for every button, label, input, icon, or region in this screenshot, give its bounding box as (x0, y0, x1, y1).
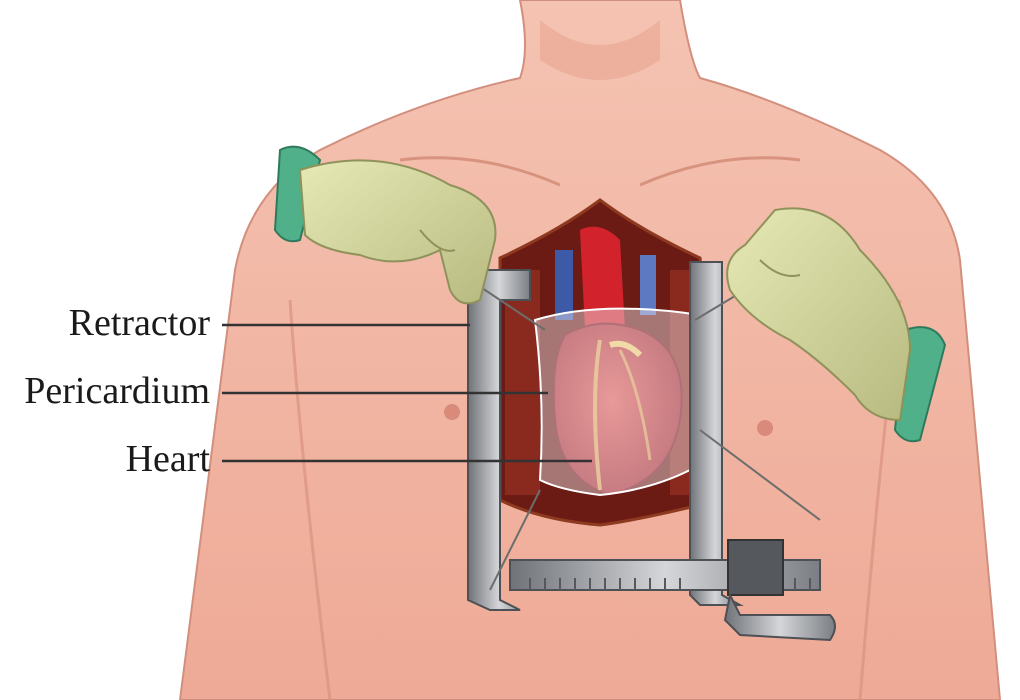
label-retractor: Retractor (68, 302, 210, 344)
pericardium-membrane (533, 307, 702, 497)
label-heart: Heart (125, 438, 210, 480)
label-pericardium: Pericardium (24, 370, 210, 412)
left-nipple (444, 404, 460, 420)
retractor-illustration (467, 261, 836, 642)
leader-lines (222, 323, 592, 463)
heart-illustration (552, 322, 683, 497)
left-glove-hand (273, 145, 497, 305)
right-nipple (757, 420, 773, 436)
right-glove-hand (726, 207, 947, 443)
